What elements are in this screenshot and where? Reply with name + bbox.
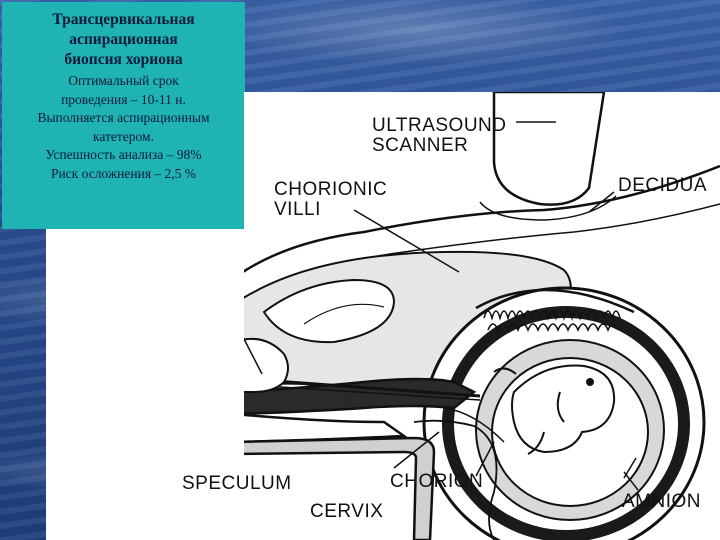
info-line: катетером. bbox=[6, 128, 241, 147]
label-villi: VILLI bbox=[274, 200, 321, 220]
label-chorionic: CHORIONIC bbox=[274, 180, 387, 200]
label-speculum: SPECULUM bbox=[182, 474, 292, 494]
label-catheter: CATHETER bbox=[66, 286, 171, 306]
label-ultrasound: ULTRASOUND bbox=[372, 116, 507, 136]
info-line: Оптимальный срок bbox=[6, 72, 241, 91]
info-title-line: аспирационная bbox=[6, 30, 241, 50]
label-decidua: DECIDUA bbox=[618, 176, 707, 196]
info-line: Выполняется аспирационным bbox=[6, 109, 241, 128]
info-line: Риск осложнения – 2,5 % bbox=[6, 165, 241, 184]
info-line: проведения – 10-11 н. bbox=[6, 91, 241, 110]
info-title-line: биопсия хориона bbox=[6, 50, 241, 70]
info-line: Успешность анализа – 98% bbox=[6, 146, 241, 165]
label-scanner: SCANNER bbox=[372, 136, 468, 156]
info-box: Трансцервикальная аспирационная биопсия … bbox=[2, 2, 245, 229]
label-chorion: CHORION bbox=[390, 472, 483, 492]
label-amnion: AMNION bbox=[622, 492, 701, 512]
label-cervix: CERVIX bbox=[310, 502, 383, 522]
info-title-line: Трансцервикальная bbox=[6, 10, 241, 30]
